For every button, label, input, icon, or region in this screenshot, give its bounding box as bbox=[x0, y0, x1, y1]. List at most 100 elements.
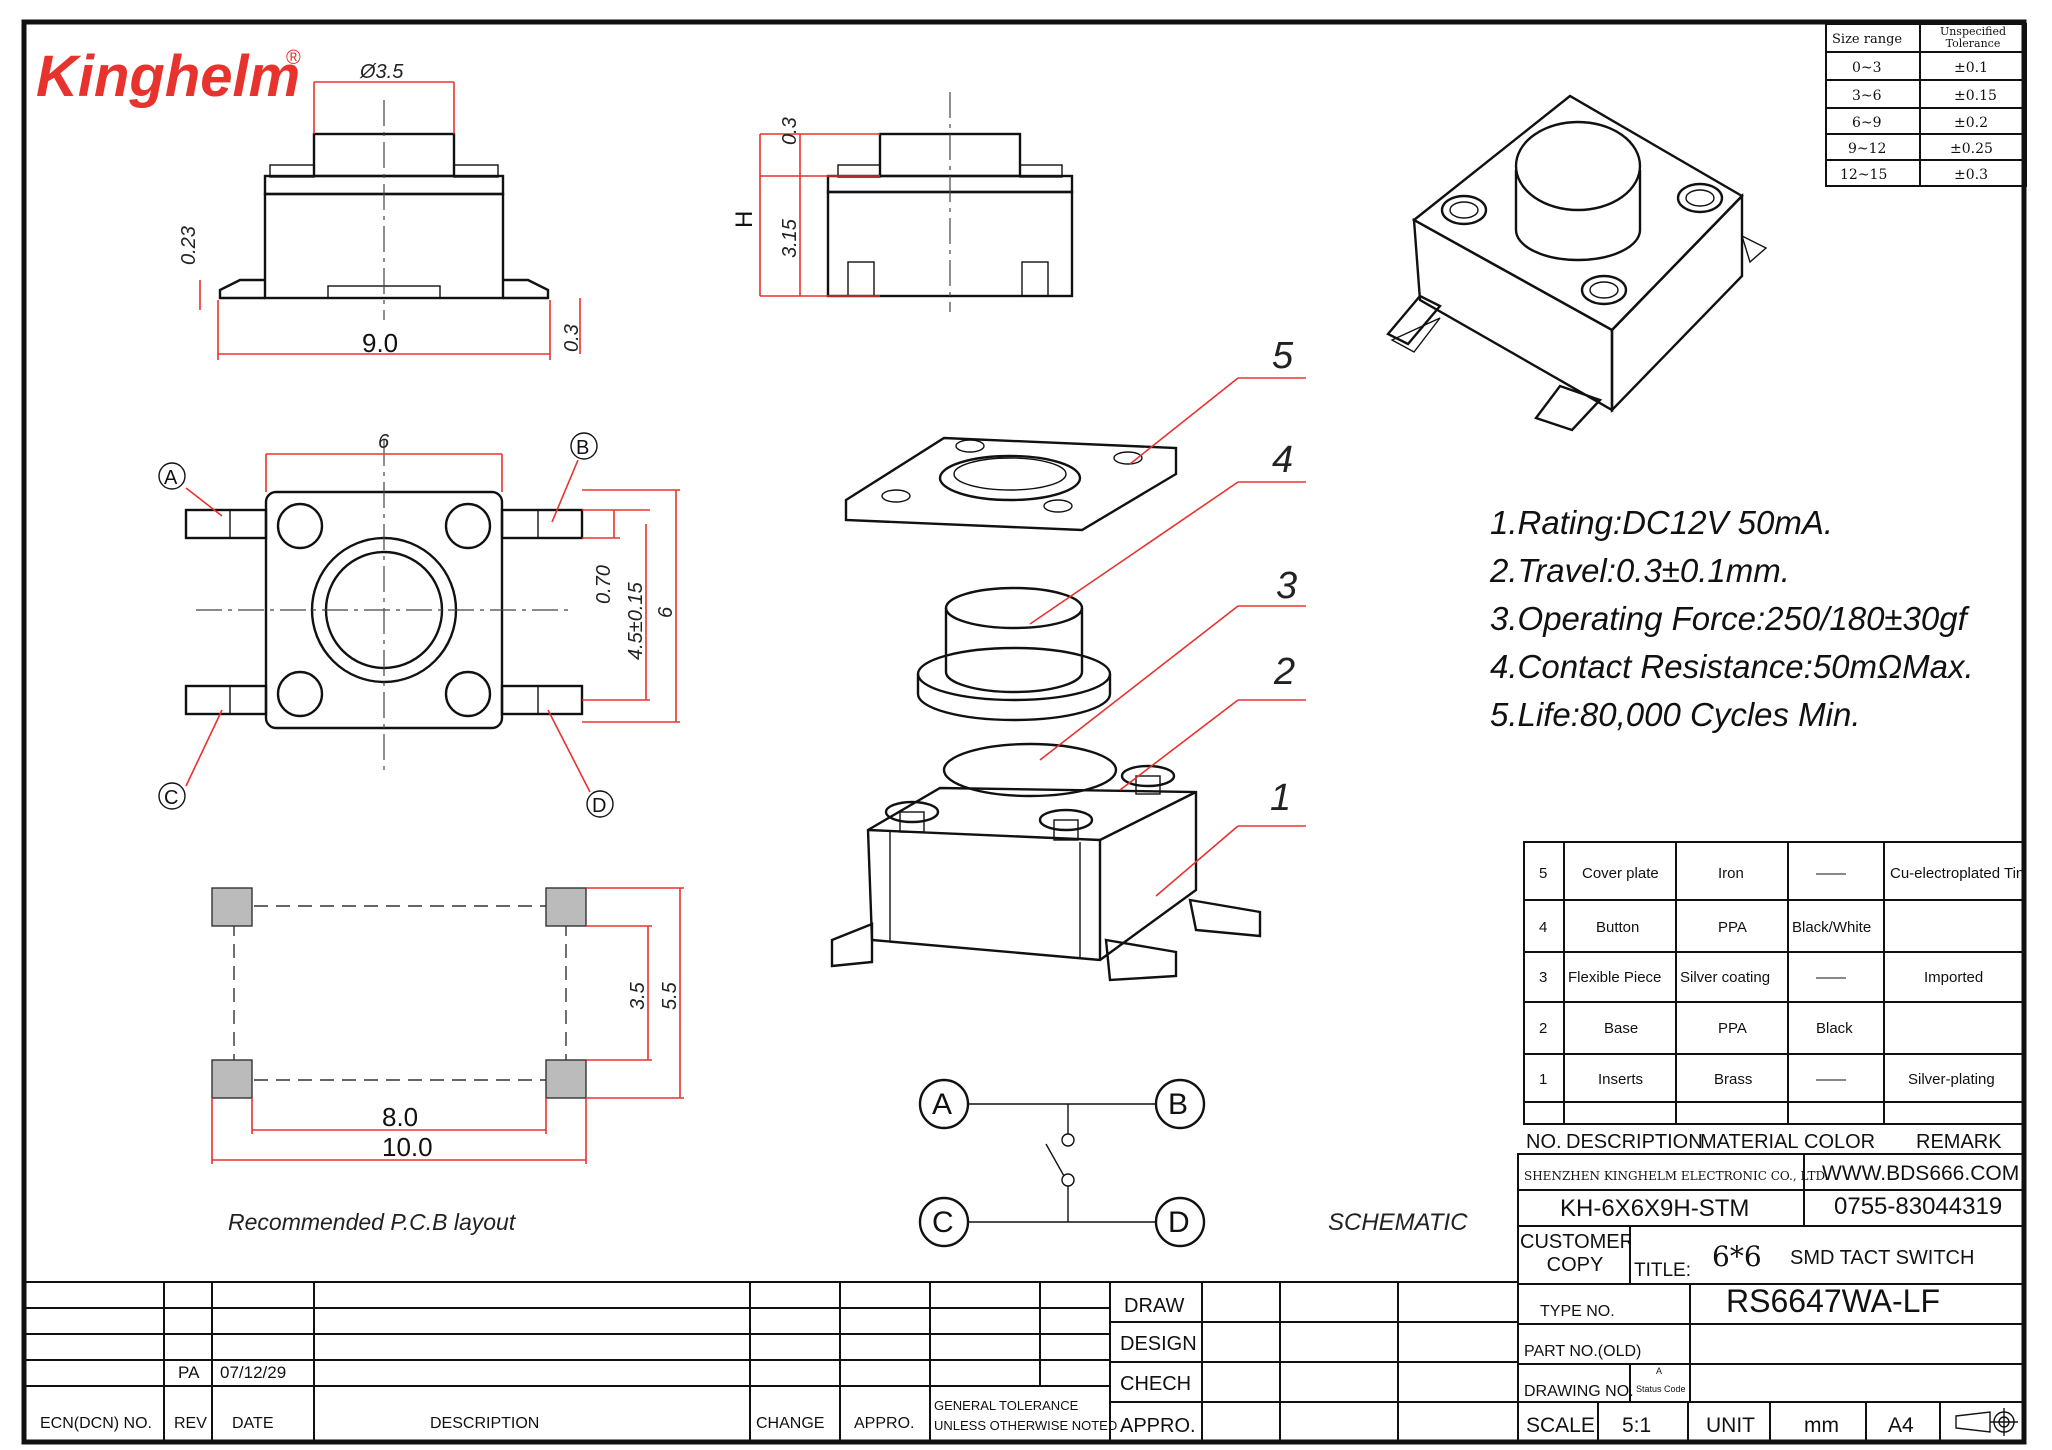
pin-label-d: D bbox=[592, 795, 606, 817]
tol-row-1-tol: ±0.1 bbox=[1954, 60, 1988, 76]
tolerance-table: Size range Unspecified Tolerance 0~3 ±0.… bbox=[1825, 23, 2027, 187]
bom-row-1-desc: Inserts bbox=[1598, 1071, 1643, 1088]
part-no-label: PART NO.(OLD) bbox=[1524, 1343, 1641, 1360]
title-label: TITLE: bbox=[1634, 1260, 1691, 1281]
isometric-view bbox=[1386, 94, 1768, 432]
bom-row-1-mat: Brass bbox=[1714, 1071, 1752, 1088]
pin-label-c: C bbox=[164, 787, 178, 809]
bom-row-3-no: 3 bbox=[1539, 969, 1547, 986]
bom-row-4-no: 4 bbox=[1539, 919, 1547, 936]
bom-header-remark: REMARK bbox=[1916, 1131, 2002, 1153]
title-block: SHENZHEN KINGHELM ELECTRONIC CO., LTD. W… bbox=[1517, 1153, 2025, 1443]
col-description: DESCRIPTION bbox=[430, 1415, 539, 1432]
specifications: 1.Rating:DC12V 50mA. 2.Travel:0.3±0.1mm.… bbox=[1489, 504, 1974, 733]
check-label: CHECH bbox=[1120, 1373, 1191, 1395]
pin-label-c-circle bbox=[158, 782, 186, 810]
bom-row-5-no: 5 bbox=[1539, 865, 1547, 882]
col-rev: REV bbox=[174, 1415, 207, 1432]
pin-label-b-circle bbox=[570, 432, 598, 460]
tol-row-4-tol: ±0.25 bbox=[1950, 141, 1993, 157]
bom-row-4-mat: PPA bbox=[1718, 919, 1747, 936]
company-name: SHENZHEN KINGHELM ELECTRONIC CO., LTD. bbox=[1524, 1169, 1828, 1183]
brand-logo: Kinghelm bbox=[36, 44, 300, 109]
dim-stroke: 0.3 bbox=[779, 117, 801, 145]
schematic-caption: SCHEMATIC bbox=[1328, 1209, 1468, 1236]
pin-label-a: A bbox=[164, 467, 178, 489]
dim-top-width: 6 bbox=[378, 431, 390, 453]
type-no-label: TYPE NO. bbox=[1540, 1303, 1615, 1320]
bom-row-4-color: Black/White bbox=[1792, 919, 1871, 936]
schematic-c: C bbox=[932, 1206, 954, 1239]
tol-header-tolerance: Unspecified Tolerance bbox=[1939, 25, 2007, 50]
top-view: 6 0.70 4.5±0.15 6 A B C D bbox=[158, 431, 680, 818]
phone-number: 0755-83044319 bbox=[1834, 1193, 2002, 1220]
bom-row-3-mat: Silver coating bbox=[1680, 969, 1770, 986]
bom-header-no: NO. bbox=[1526, 1131, 1562, 1153]
bom-row-1-color: —— bbox=[1816, 1071, 1846, 1088]
pin-label-d-circle bbox=[586, 790, 614, 818]
schematic-b: B bbox=[1168, 1088, 1188, 1121]
paper-size: A4 bbox=[1888, 1414, 1914, 1437]
tol-row-2-size: 3~6 bbox=[1852, 88, 1882, 104]
callout-2: 2 bbox=[1273, 651, 1295, 693]
dim-top-height: 6 bbox=[655, 606, 677, 618]
scale-label: SCALE bbox=[1526, 1414, 1595, 1437]
spec-rating: 1.Rating:DC12V 50mA. bbox=[1490, 504, 1833, 541]
callout-1: 1 bbox=[1270, 777, 1291, 819]
design-label: DESIGN bbox=[1120, 1333, 1197, 1355]
tol-row-5-tol: ±0.3 bbox=[1954, 167, 1988, 183]
schematic: A B C D SCHEMATIC bbox=[918, 1078, 1468, 1248]
bom-row-3-color: —— bbox=[1816, 969, 1846, 986]
spec-travel: 2.Travel:0.3±0.1mm. bbox=[1489, 552, 1790, 589]
bom-row-2-no: 2 bbox=[1539, 1020, 1547, 1037]
col-date: DATE bbox=[232, 1415, 273, 1432]
unit-label: UNIT bbox=[1706, 1414, 1755, 1437]
scale-value: 5:1 bbox=[1622, 1414, 1651, 1437]
bom-row-5-desc: Cover plate bbox=[1582, 865, 1659, 882]
pcb-layout: 3.5 5.5 8.0 10.0 Recommended P.C.B layou… bbox=[211, 887, 684, 1235]
col-appro: APPRO. bbox=[854, 1415, 914, 1432]
unit-value: mm bbox=[1804, 1414, 1839, 1437]
bom-row-3-desc: Flexible Piece bbox=[1568, 969, 1661, 986]
dim-pcb-inner-v: 3.5 bbox=[627, 981, 649, 1010]
callout-4: 4 bbox=[1272, 439, 1293, 481]
pin-label-b: B bbox=[576, 437, 589, 459]
callout-3: 3 bbox=[1276, 565, 1297, 607]
pcb-caption: Recommended P.C.B layout bbox=[228, 1209, 517, 1235]
bom-header-desc: DESCRIPTION bbox=[1566, 1131, 1703, 1153]
dim-body-height: 3.15 bbox=[779, 218, 801, 258]
title-size: 6*6 bbox=[1712, 1240, 1762, 1273]
revision-block: PA 07/12/29 ECN(DCN) NO. REV DATE DESCRI… bbox=[24, 1281, 1518, 1442]
dim-lead-thickness: 0.23 bbox=[178, 226, 200, 265]
schematic-a: A bbox=[932, 1088, 952, 1121]
callout-5: 5 bbox=[1272, 335, 1294, 377]
bom-row-2-color: Black bbox=[1816, 1020, 1853, 1037]
tol-row-4-size: 9~12 bbox=[1848, 141, 1886, 157]
dim-pad-width: 0.70 bbox=[593, 565, 615, 604]
tol-row-2-tol: ±0.15 bbox=[1954, 88, 1997, 104]
bom-header-color: COLOR bbox=[1804, 1131, 1875, 1153]
bom-row-2-mat: PPA bbox=[1718, 1020, 1747, 1037]
tol-row-3-tol: ±0.2 bbox=[1954, 115, 1988, 131]
spec-life: 5.Life:80,000 Cycles Min. bbox=[1490, 696, 1861, 733]
title-text: SMD TACT SWITCH bbox=[1790, 1247, 1974, 1269]
rev-value: PA bbox=[178, 1363, 200, 1382]
dim-foot: 0.3 bbox=[561, 324, 583, 352]
bom-row-4-desc: Button bbox=[1596, 919, 1639, 936]
model-number: KH-6X6X9H-STM bbox=[1560, 1195, 1749, 1222]
tol-row-5-size: 12~15 bbox=[1840, 167, 1887, 183]
general-tolerance-2: UNLESS OTHERWISE NOTED bbox=[934, 1418, 1117, 1433]
bom-row-1-no: 1 bbox=[1539, 1071, 1547, 1088]
bom-row-5-remark: Cu-electroplated Tin bbox=[1890, 865, 2024, 882]
tol-header-size: Size range bbox=[1832, 32, 1902, 47]
tol-row-1-size: 0~3 bbox=[1852, 60, 1882, 76]
spec-force: 3.Operating Force:250/180±30gf bbox=[1490, 600, 1971, 637]
dim-pcb-outer-h: 10.0 bbox=[382, 1132, 433, 1162]
pin-label-a-circle bbox=[158, 462, 186, 490]
bom-row-5-color: —— bbox=[1816, 865, 1846, 882]
bom-row-2-desc: Base bbox=[1604, 1020, 1638, 1037]
tol-row-3-size: 6~9 bbox=[1852, 115, 1882, 131]
date-value: 07/12/29 bbox=[220, 1363, 286, 1382]
status-code-text: Status Code bbox=[1636, 1384, 1686, 1394]
